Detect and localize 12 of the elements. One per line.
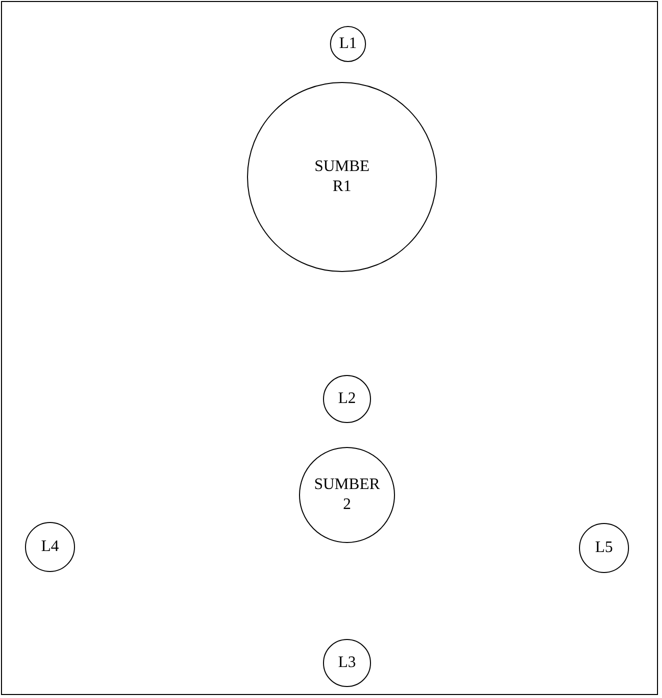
node-label: SUMBER 2 (313, 475, 381, 515)
node-label: L4 (41, 537, 59, 557)
node-label: L2 (338, 389, 356, 409)
circle-node (323, 639, 371, 687)
circle-node (25, 522, 75, 572)
circle-node (579, 523, 629, 573)
node-label: L3 (338, 653, 356, 673)
node-label: SUMBER1 (313, 157, 371, 197)
circle-node (330, 26, 366, 62)
node-label: L1 (339, 34, 357, 54)
node-label: L5 (595, 538, 613, 558)
circle-node (323, 375, 371, 423)
